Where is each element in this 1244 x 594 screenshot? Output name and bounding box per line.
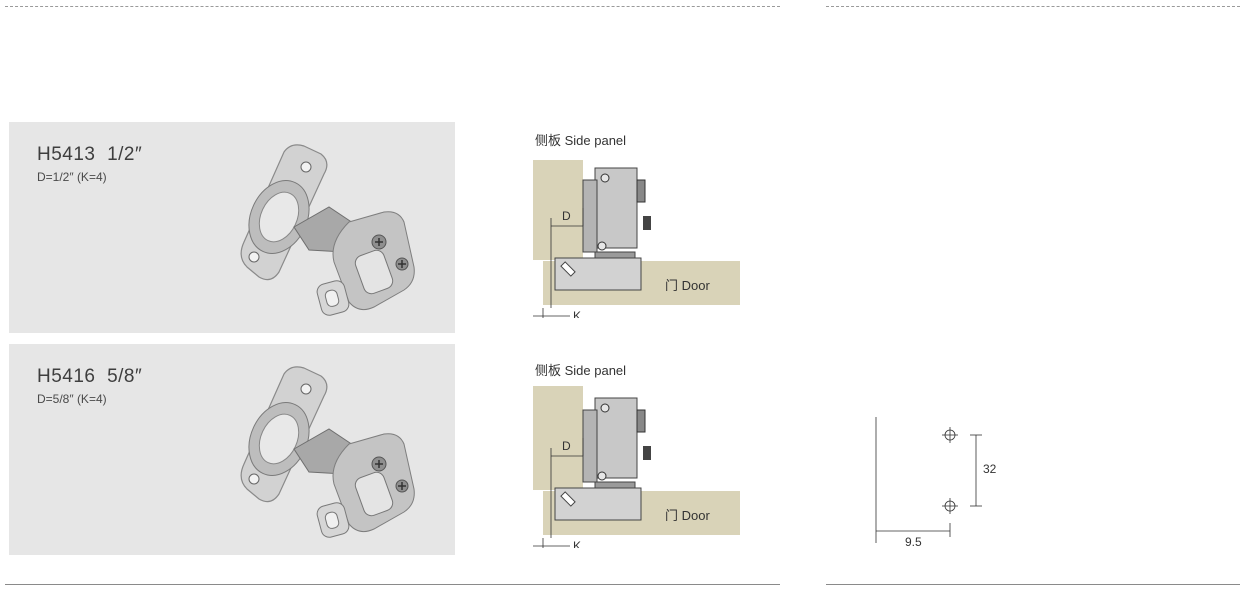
hinge-cup bbox=[554, 487, 642, 521]
screw-hole-top bbox=[942, 427, 958, 443]
side-panel bbox=[533, 160, 583, 260]
product-card-h5416: H5416 5/8″ D=5/8″ (K=4) bbox=[9, 344, 455, 555]
top-dashed-divider-right bbox=[826, 6, 1240, 7]
product-title: H5413 1/2″ bbox=[37, 144, 142, 166]
bottom-divider-right bbox=[826, 584, 1240, 585]
product-model: H5413 bbox=[37, 144, 96, 165]
installation-diagram-h5413: 侧板 Side panel D K 门 Door bbox=[533, 133, 740, 318]
installation-diagram-h5416: 侧板 Side panel D K 门 Door bbox=[533, 363, 740, 548]
side-panel-label: 侧板 Side panel bbox=[535, 363, 626, 378]
k-dimension-label: K bbox=[573, 539, 581, 548]
product-spec: D=5/8″ (K=4) bbox=[37, 392, 107, 406]
product-card-h5413: H5413 1/2″ D=1/2″ (K=4) bbox=[9, 122, 455, 333]
hinge-photo bbox=[240, 366, 415, 538]
side-panel bbox=[533, 386, 583, 490]
door-label: 门 Door bbox=[665, 278, 710, 293]
product-size: 1/2″ bbox=[107, 144, 143, 165]
d-dimension-label: D bbox=[562, 209, 571, 223]
hinge-cup bbox=[554, 257, 642, 291]
product-title: H5416 5/8″ bbox=[37, 366, 142, 388]
vertical-spacing-label: 32 bbox=[983, 462, 997, 476]
k-dimension-label: K bbox=[573, 309, 581, 318]
product-model: H5416 bbox=[37, 366, 96, 387]
bottom-divider-left bbox=[5, 584, 780, 585]
side-panel-label: 侧板 Side panel bbox=[535, 133, 626, 148]
screw-hole-bottom bbox=[942, 498, 958, 514]
hinge-photo bbox=[240, 144, 415, 316]
door-label: 门 Door bbox=[665, 508, 710, 523]
edge-offset-label: 9.5 bbox=[905, 535, 922, 549]
product-size: 5/8″ bbox=[107, 366, 143, 387]
d-dimension-label: D bbox=[562, 439, 571, 453]
product-spec: D=1/2″ (K=4) bbox=[37, 170, 107, 184]
top-dashed-divider-left bbox=[5, 6, 780, 7]
drilling-pattern-diagram: 32 9.5 bbox=[875, 417, 997, 549]
